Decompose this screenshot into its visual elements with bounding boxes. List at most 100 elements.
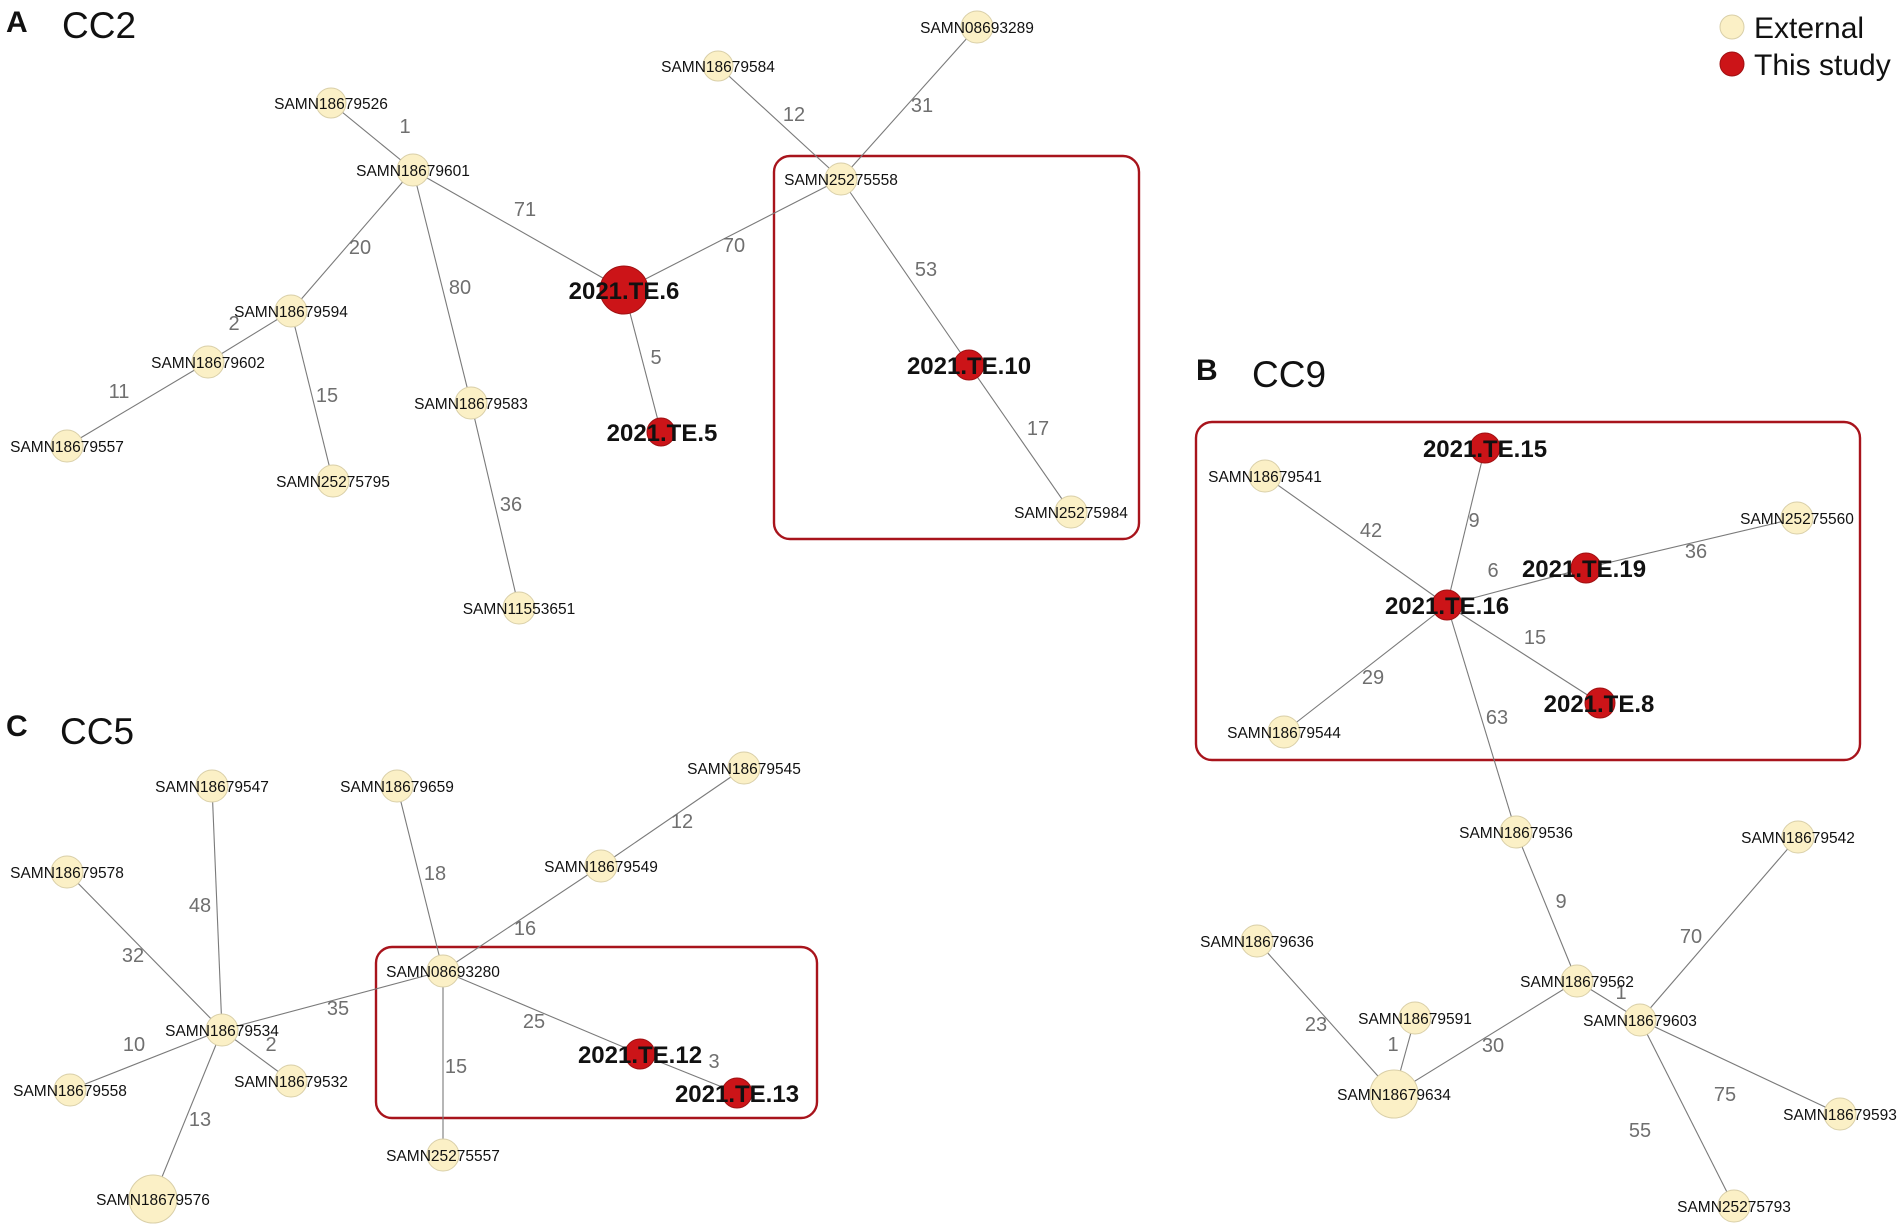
node-label: SAMN18679547 — [155, 779, 269, 796]
edge-c-0 — [66, 871, 223, 1031]
edge-weight-label: 36 — [1685, 541, 1707, 563]
external-node-samn25275557[interactable] — [426, 1138, 460, 1172]
edge-a-1 — [412, 169, 625, 291]
edge-weight-label: 48 — [189, 895, 211, 917]
legend: External This study — [1719, 12, 1891, 82]
node-label: SAMN18679541 — [1208, 469, 1322, 486]
external-node-samn08693280[interactable] — [426, 954, 460, 988]
study-node-2021-te-10[interactable] — [953, 349, 985, 381]
external-node-samn18679542[interactable] — [1781, 820, 1815, 854]
node-label: SAMN18679545 — [687, 761, 801, 778]
edge-c-10 — [639, 1053, 738, 1094]
external-node-samn18679562[interactable] — [1560, 964, 1594, 998]
study-node-2021-te-13[interactable] — [721, 1077, 753, 1109]
external-node-samn18679601[interactable] — [396, 153, 430, 187]
study-node-2021-te-8[interactable] — [1584, 687, 1616, 719]
node-labels: SAMN18679526SAMN18679601SAMN18679594SAMN… — [10, 20, 1897, 1216]
external-node-samn18679578[interactable] — [50, 855, 84, 889]
node-label: SAMN25275560 — [1740, 511, 1854, 528]
external-node-samn18679593[interactable] — [1823, 1097, 1857, 1131]
node-label: SAMN18679603 — [1583, 1013, 1697, 1030]
external-node-samn25275560[interactable] — [1780, 501, 1814, 535]
node-label: 2021.TE.16 — [1385, 593, 1509, 620]
edge-c-9 — [442, 970, 641, 1055]
study-node-2021-te-19[interactable] — [1570, 552, 1602, 584]
network-edges — [66, 26, 1841, 1207]
external-node-samn18679591[interactable] — [1398, 1001, 1432, 1035]
edge-a-3 — [412, 169, 472, 404]
external-node-samn18679532[interactable] — [274, 1064, 308, 1098]
node-label: SAMN18679584 — [661, 59, 775, 76]
edge-b-1 — [1446, 447, 1486, 606]
network-nodes — [50, 10, 1857, 1224]
external-node-samn25275793[interactable] — [1717, 1189, 1751, 1223]
external-node-samn25275795[interactable] — [316, 464, 350, 498]
external-node-samn18679603[interactable] — [1623, 1003, 1657, 1037]
study-node-2021-te-16[interactable] — [1431, 589, 1463, 621]
external-node-samn25275558[interactable] — [824, 162, 858, 196]
external-node-samn18679558[interactable] — [53, 1073, 87, 1107]
panel-b-heading: B CC9 — [1196, 354, 1326, 395]
panel-a-letter: A — [6, 6, 28, 39]
external-node-samn18679549[interactable] — [584, 849, 618, 883]
node-label: SAMN18679558 — [13, 1083, 127, 1100]
edge-a-7 — [470, 402, 520, 609]
node-label: SAMN25275793 — [1677, 1199, 1791, 1216]
edge-weight-label: 32 — [122, 945, 144, 967]
node-label: SAMN25275795 — [276, 474, 390, 491]
edge-weight-label: 30 — [1482, 1035, 1504, 1057]
external-node-samn18679557[interactable] — [50, 429, 84, 463]
external-node-samn18679544[interactable] — [1267, 715, 1301, 749]
edge-weight-label: 35 — [327, 998, 349, 1020]
panel-c-letter: C — [6, 710, 28, 743]
external-node-samn18679584[interactable] — [702, 50, 734, 82]
external-node-samn18679659[interactable] — [380, 769, 414, 803]
edge-weight-label: 1 — [399, 116, 410, 138]
edge-b-7 — [1515, 831, 1578, 982]
edge-weight-label: 15 — [1524, 627, 1546, 649]
external-node-samn18679576[interactable] — [128, 1174, 178, 1224]
node-label: SAMN18679602 — [151, 355, 265, 372]
node-label: 2021.TE.8 — [1544, 691, 1655, 718]
node-label: SAMN25275558 — [784, 172, 898, 189]
external-node-samn18679634[interactable] — [1369, 1069, 1419, 1119]
panel-a-title: CC2 — [62, 5, 136, 46]
external-node-samn18679636[interactable] — [1240, 924, 1274, 958]
edge-weight-label: 10 — [123, 1034, 145, 1056]
external-node-samn08693289[interactable] — [960, 10, 994, 44]
external-node-samn18679545[interactable] — [727, 751, 761, 785]
study-node-2021-te-6[interactable] — [599, 265, 649, 315]
edge-c-8 — [600, 767, 745, 867]
external-node-samn18679547[interactable] — [195, 769, 229, 803]
node-label: SAMN18679601 — [356, 163, 470, 180]
edge-weight-label: 36 — [500, 494, 522, 516]
node-label: SAMN18679534 — [165, 1023, 279, 1040]
highlight-boxes — [374, 154, 1862, 1120]
external-node-samn18679526[interactable] — [315, 87, 347, 119]
node-label: 2021.TE.15 — [1423, 436, 1547, 463]
legend-external-label: External — [1754, 12, 1864, 45]
study-node-2021-te-5[interactable] — [646, 417, 676, 447]
panel-b-title: CC9 — [1252, 354, 1326, 395]
edge-a-13 — [968, 364, 1072, 513]
edge-a-6 — [66, 361, 209, 447]
panel-c-heading: C CC5 — [6, 710, 134, 752]
panel-b-letter: B — [1196, 354, 1218, 387]
edge-weight-label: 23 — [1305, 1014, 1327, 1036]
edge-weight-label: 1 — [1387, 1034, 1398, 1056]
external-node-samn18679541[interactable] — [1248, 459, 1282, 493]
study-node-2021-te-12[interactable] — [624, 1038, 656, 1070]
external-node-samn18679602[interactable] — [191, 345, 225, 379]
edge-a-5 — [290, 310, 334, 482]
external-node-samn18679534[interactable] — [205, 1013, 239, 1047]
external-node-samn18679583[interactable] — [454, 386, 488, 420]
node-label: SAMN18679526 — [274, 96, 388, 113]
external-node-samn18679594[interactable] — [274, 294, 308, 328]
external-node-samn11553651[interactable] — [502, 591, 536, 625]
external-node-samn25275984[interactable] — [1054, 495, 1088, 529]
external-node-samn18679536[interactable] — [1499, 815, 1533, 849]
study-node-2021-te-15[interactable] — [1469, 432, 1501, 464]
edge-weight-label: 71 — [514, 199, 536, 221]
edge-weight-label: 70 — [723, 235, 745, 257]
edge-weight-label: 17 — [1027, 418, 1049, 440]
